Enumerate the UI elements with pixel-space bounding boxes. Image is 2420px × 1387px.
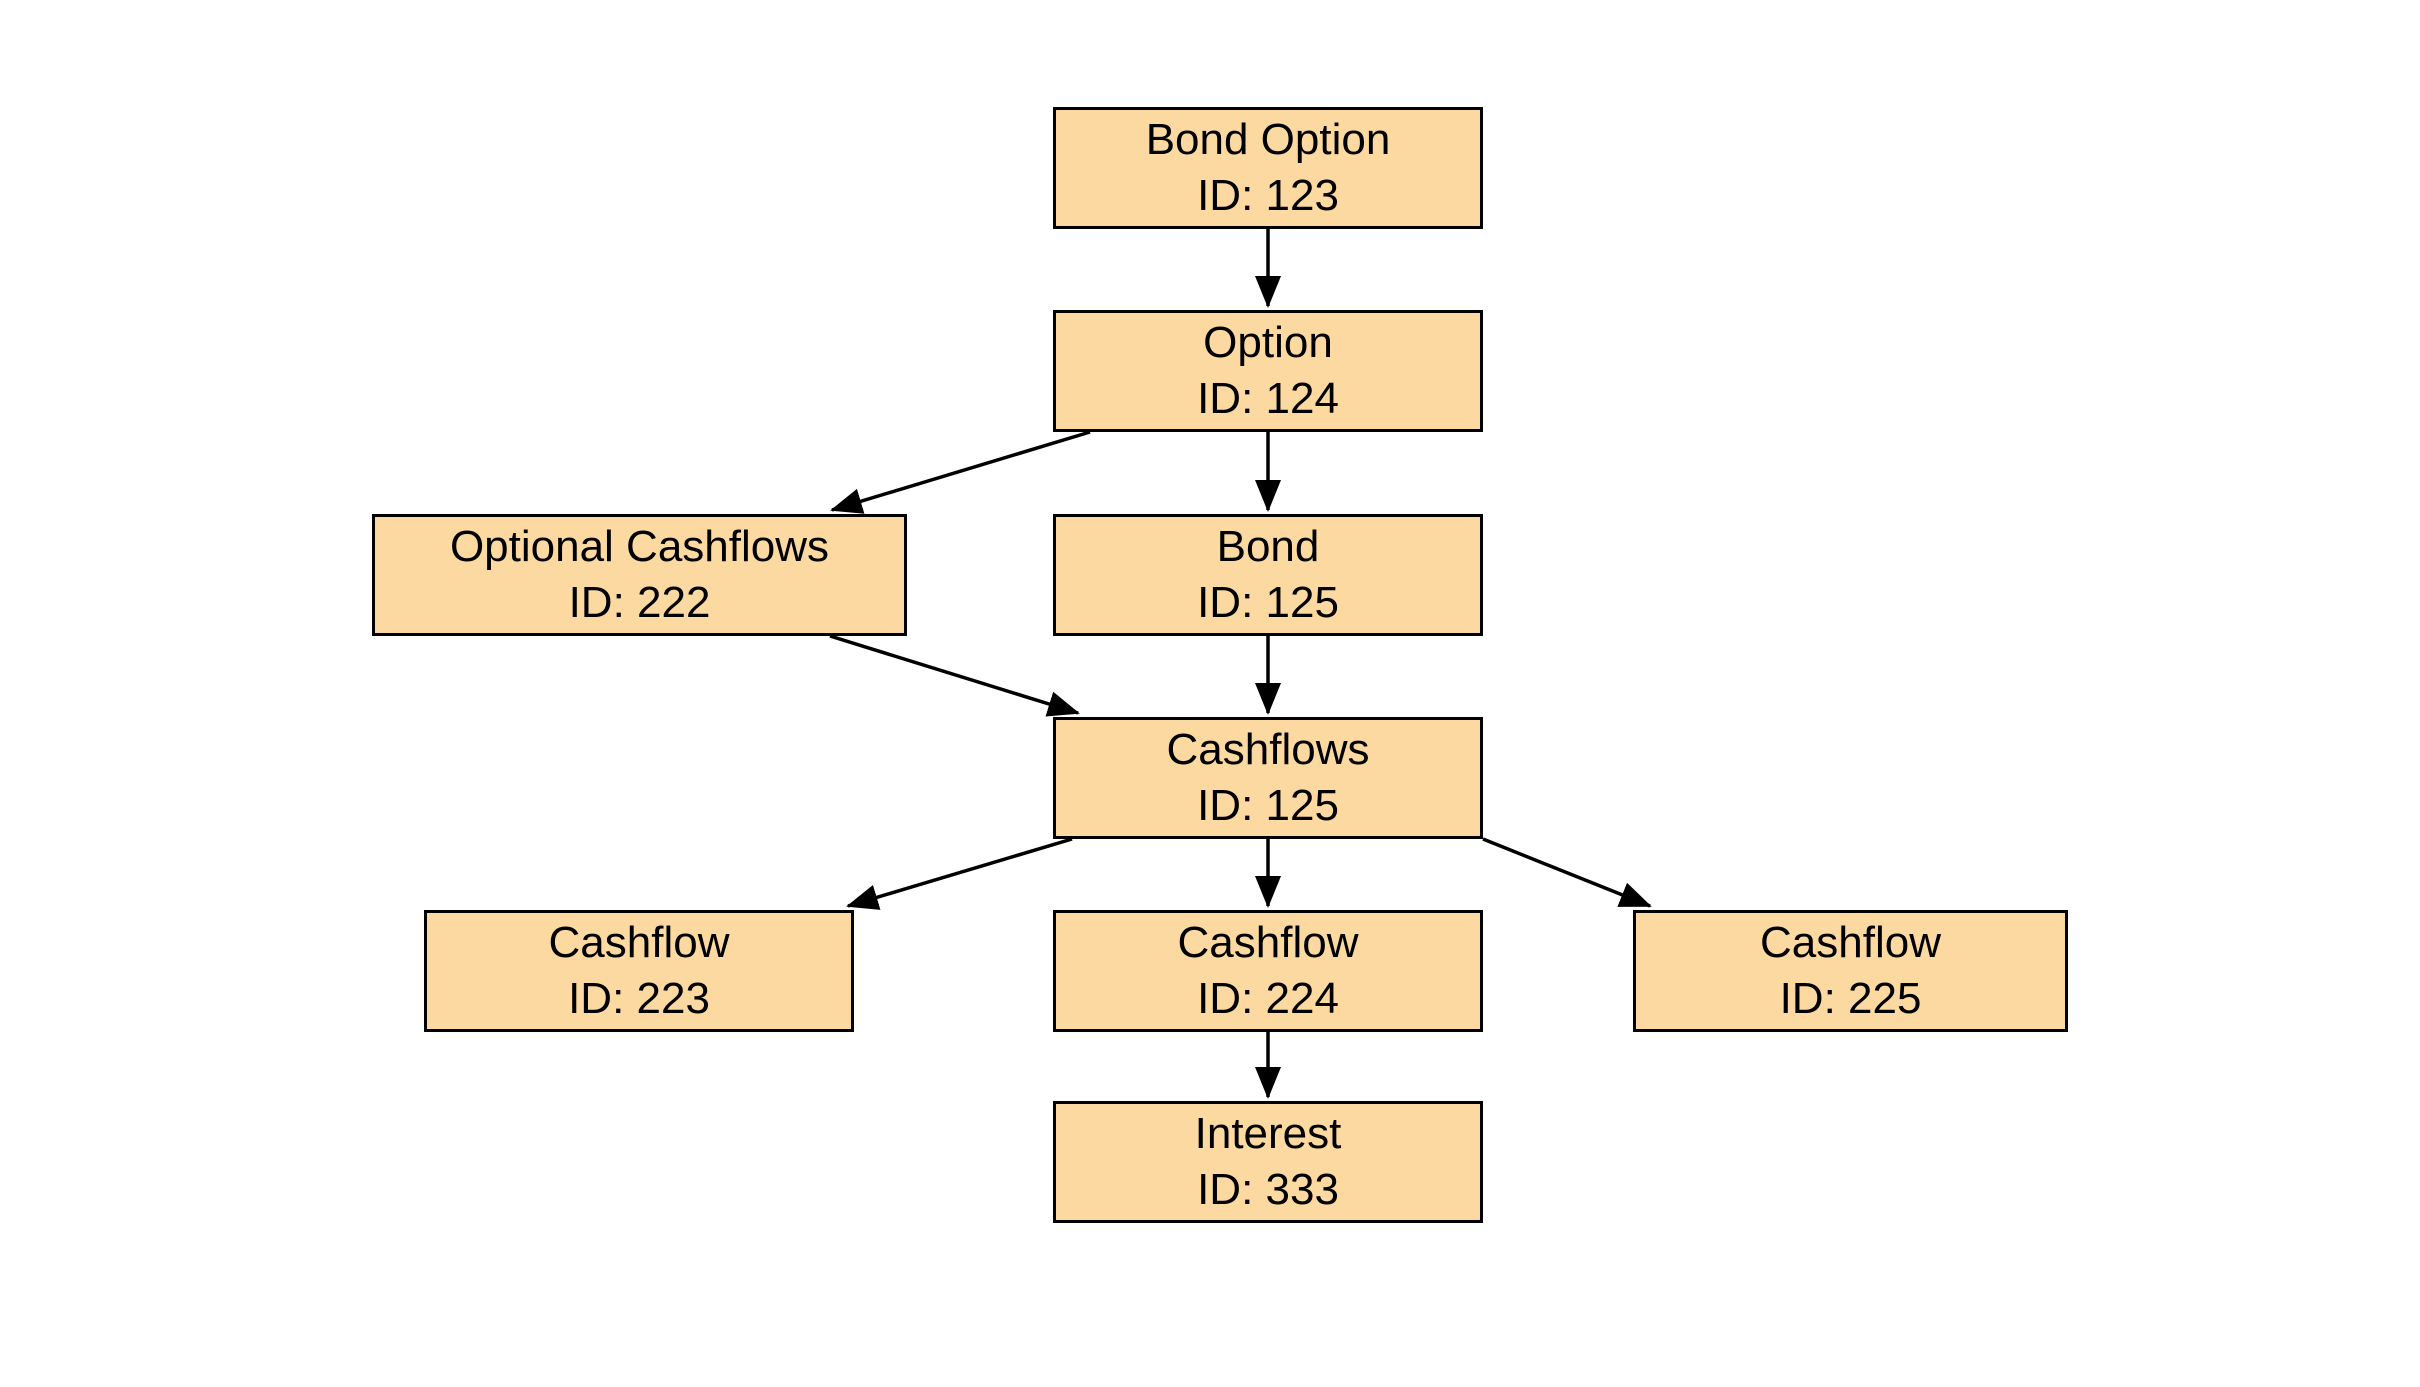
node-label: Interest bbox=[1194, 1109, 1342, 1158]
node-label: Bond Option bbox=[1145, 115, 1391, 164]
node-id: ID: 124 bbox=[1197, 374, 1339, 423]
edge-option-to-optional-cashflows bbox=[830, 430, 1091, 514]
node-cashflows: Cashflows ID: 125 bbox=[1053, 717, 1483, 839]
node-cashflow-224: Cashflow ID: 224 bbox=[1053, 910, 1483, 1032]
node-label: Cashflow bbox=[548, 918, 730, 967]
node-bond: Bond ID: 125 bbox=[1053, 514, 1483, 636]
node-id: ID: 225 bbox=[1779, 974, 1922, 1023]
node-label: Cashflows bbox=[1166, 725, 1370, 774]
node-id: ID: 222 bbox=[568, 578, 711, 627]
node-label: Cashflow bbox=[1177, 918, 1359, 967]
node-label: Cashflow bbox=[1760, 918, 1941, 967]
node-id: ID: 125 bbox=[1197, 781, 1339, 830]
node-bond-option: Bond Option ID: 123 bbox=[1053, 107, 1483, 229]
node-label: Bond bbox=[1216, 522, 1320, 571]
node-id: ID: 333 bbox=[1197, 1165, 1339, 1214]
node-optional-cashflows: Optional Cashflows ID: 222 bbox=[372, 514, 907, 636]
edge-optional-cashflows-to-cashflows bbox=[829, 634, 1080, 717]
node-id: ID: 125 bbox=[1197, 578, 1339, 627]
node-interest: Interest ID: 333 bbox=[1053, 1101, 1483, 1223]
node-label: Optional Cashflows bbox=[449, 522, 830, 571]
node-cashflow-225: Cashflow ID: 225 bbox=[1633, 910, 2068, 1032]
node-label: Option bbox=[1203, 318, 1333, 367]
node-cashflow-223: Cashflow ID: 223 bbox=[424, 910, 854, 1032]
node-id: ID: 223 bbox=[568, 974, 710, 1023]
edge-cashflows-to-cashflow-223 bbox=[846, 837, 1073, 910]
node-id: ID: 123 bbox=[1197, 171, 1339, 220]
node-option: Option ID: 124 bbox=[1053, 310, 1483, 432]
node-id: ID: 224 bbox=[1197, 974, 1339, 1023]
edge-cashflows-to-cashflow-225 bbox=[1482, 837, 1652, 908]
